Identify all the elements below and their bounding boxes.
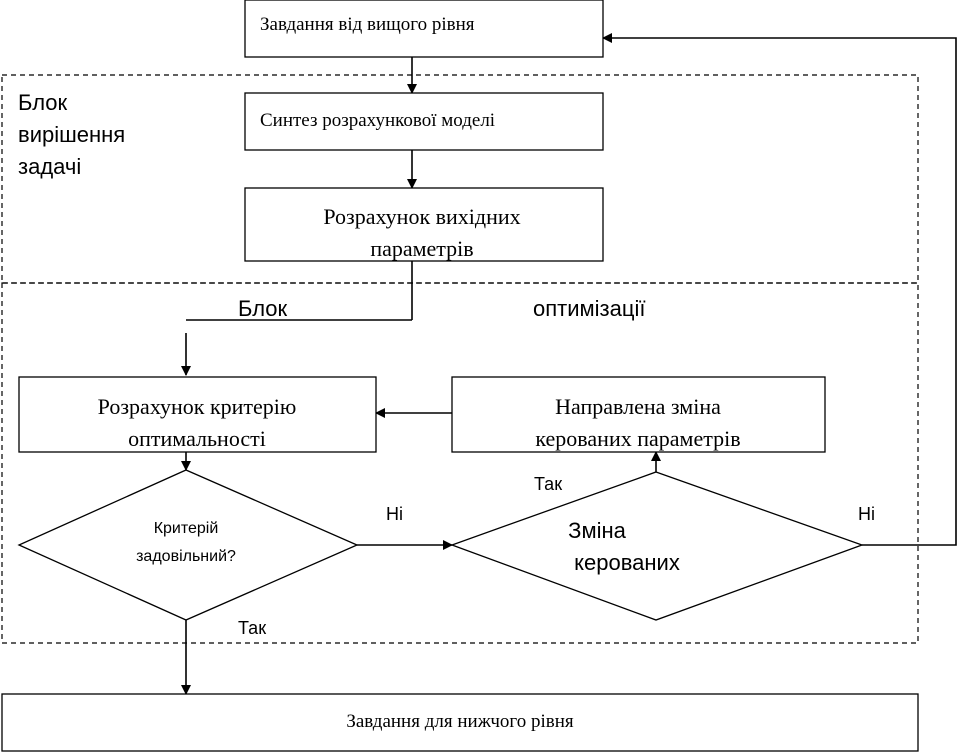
directed-change-label-line2: керованих параметрів xyxy=(535,426,740,451)
change-decision-label-line2: керованих xyxy=(574,550,680,575)
edge-label-no-2: Ні xyxy=(858,504,875,524)
solve-block-label-line1: Блок xyxy=(18,90,68,115)
edge-label-yes-1: Так xyxy=(238,618,266,638)
change-decision-diamond xyxy=(450,471,864,621)
criterion-decision-label-line2: задовільний? xyxy=(136,548,236,565)
top-task-label: Завдання від вищого рівня xyxy=(260,14,475,35)
directed-change-box xyxy=(451,376,826,453)
opt-block-label-part2: оптимізації xyxy=(533,296,645,321)
calc-criterion-label-line2: оптимальності xyxy=(128,426,266,451)
change-decision-label-line1: Зміна xyxy=(568,518,626,543)
solve-block-container xyxy=(1,74,919,284)
synthesis-label: Синтез розрахункової моделі xyxy=(260,110,495,131)
optimization-block-container xyxy=(1,282,919,644)
edge-label-no-1: Ні xyxy=(386,504,403,524)
opt-block-label-part1: Блок xyxy=(238,296,288,321)
edge-label-yes-2: Так xyxy=(534,474,562,494)
directed-change-label-line1: Направлена зміна xyxy=(555,394,721,419)
bottom-task-label: Завдання для нижчого рівня xyxy=(346,711,574,732)
calc-output-label-line2: параметрів xyxy=(370,236,473,261)
solve-block-label-line3: задачі xyxy=(18,154,81,179)
bottom-task-box xyxy=(1,693,919,752)
solve-block-label-line2: вирішення xyxy=(18,122,125,147)
synthesis-box xyxy=(244,92,604,151)
arrow-no-feedback-to-top xyxy=(602,33,957,546)
criterion-decision-diamond xyxy=(17,469,359,621)
top-task-box xyxy=(244,0,604,58)
calc-criterion-box xyxy=(18,376,377,453)
calc-criterion-label-line1: Розрахунок критерію xyxy=(98,394,297,419)
criterion-decision-label-line1: Критерій xyxy=(154,520,219,537)
calc-output-box xyxy=(244,187,604,262)
calc-output-label-line1: Розрахунок вихідних xyxy=(323,204,520,229)
